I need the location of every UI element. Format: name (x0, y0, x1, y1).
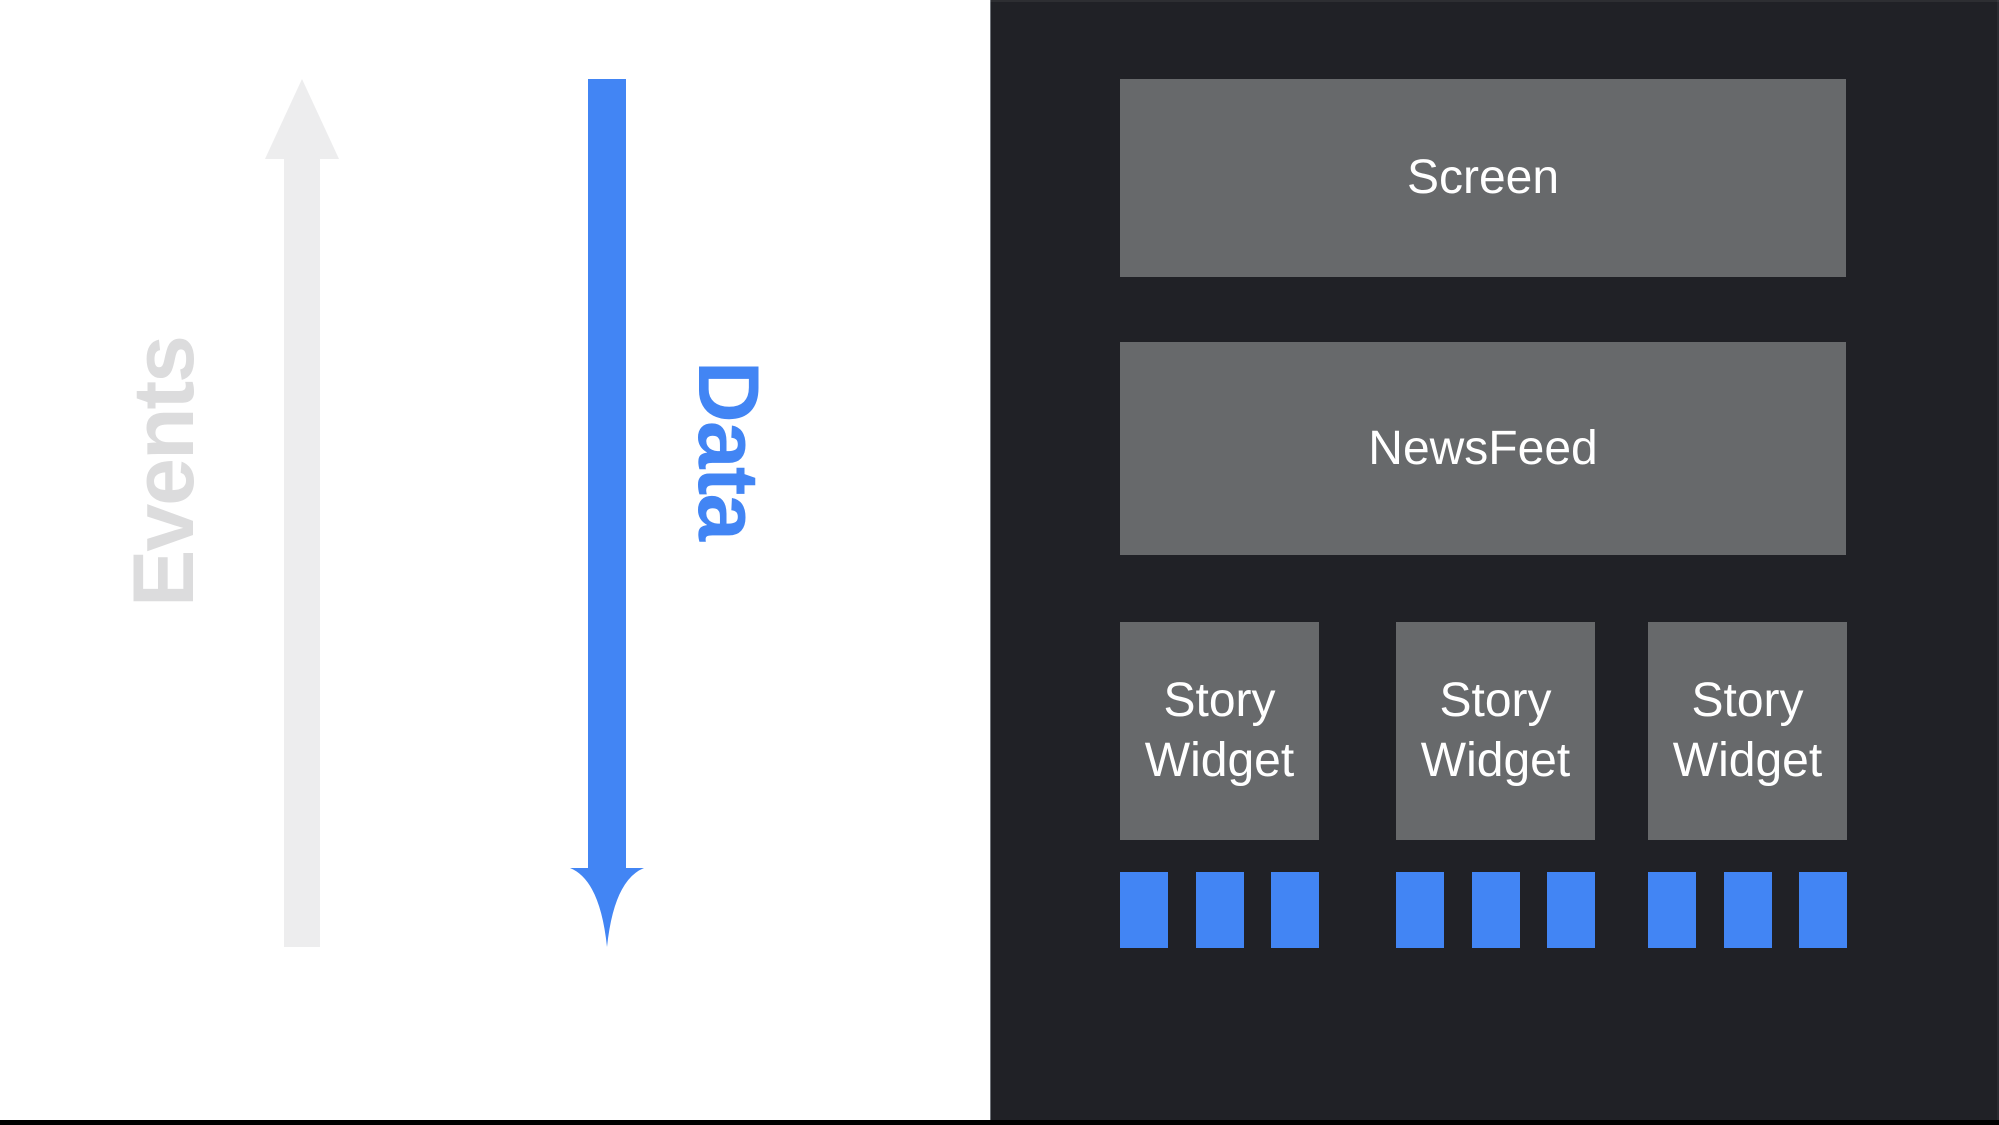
story-data-chip-row (1120, 872, 1319, 948)
newsfeed-box: NewsFeed (1120, 342, 1846, 555)
story-data-chip (1723, 872, 1772, 948)
newsfeed-box-label: NewsFeed (1368, 421, 1598, 475)
data-label: Data (680, 360, 776, 540)
story-data-chip (1396, 872, 1444, 948)
story-widget-label: Story Widget (1420, 674, 1571, 787)
story-widget-box: Story Widget (1648, 622, 1847, 840)
story-widget-box: Story Widget (1120, 622, 1319, 840)
events-up-arrow (265, 79, 339, 947)
slide-bottom-edge (0, 1120, 1999, 1125)
story-widget-label: Story Widget (1672, 674, 1823, 787)
story-data-chip (1648, 872, 1696, 948)
data-down-arrow (570, 79, 644, 947)
story-data-chip (1120, 872, 1168, 948)
story-data-chip (1547, 872, 1595, 948)
story-widget-box: Story Widget (1396, 622, 1595, 840)
story-data-chip (1195, 872, 1244, 948)
screen-box: Screen (1120, 79, 1846, 277)
story-data-chip (1799, 872, 1847, 948)
story-data-chip (1471, 872, 1520, 948)
widget-tree-panel: Screen NewsFeed Story Widget Story Widge… (990, 0, 1999, 1125)
screen-box-label: Screen (1406, 151, 1560, 204)
story-widget-label: Story Widget (1144, 674, 1295, 787)
story-data-chip-row (1396, 872, 1595, 948)
story-data-chip-row (1648, 872, 1847, 948)
events-label: Events (116, 336, 212, 608)
story-data-chip (1271, 872, 1319, 948)
